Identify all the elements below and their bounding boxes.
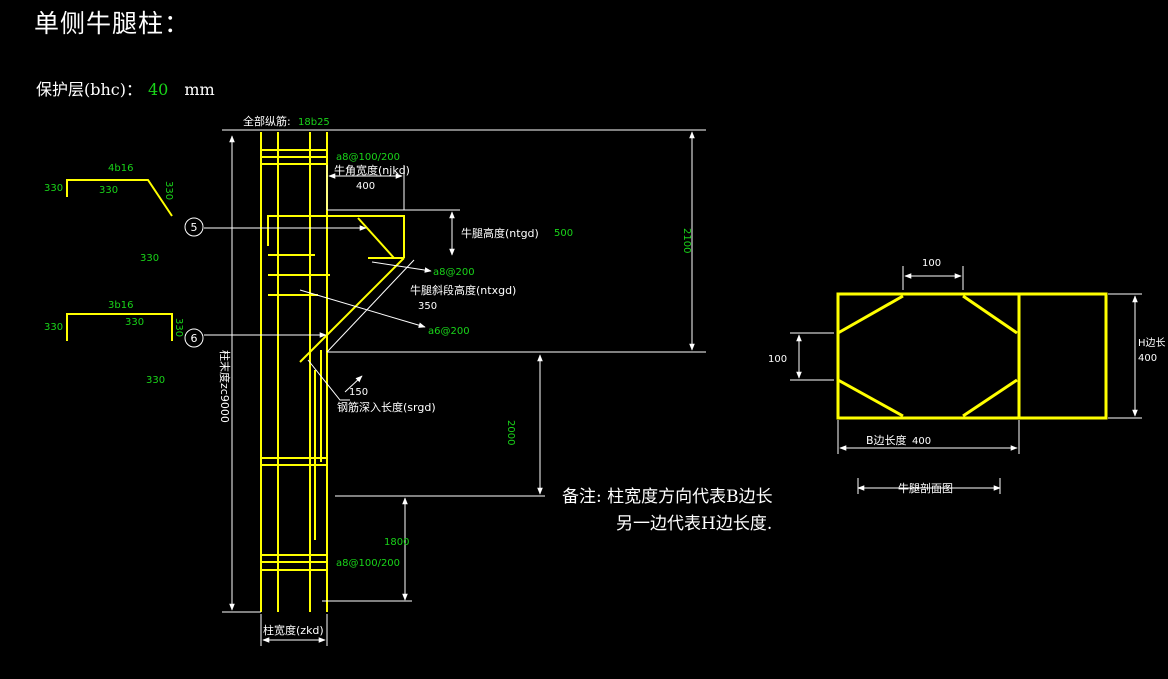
slope-height-label: 牛腿斜段高度(ntxgd): [410, 283, 516, 297]
bar5-mid: 330: [99, 185, 118, 196]
outline-lines: [222, 129, 706, 646]
section-title: 牛腿剖面图: [898, 481, 953, 495]
dimension-arrows: [204, 131, 695, 643]
note-line-2: 另一边代表H边长度.: [616, 514, 773, 534]
bar5-shape: 4b16 330 330 330 330: [44, 163, 174, 264]
sec-left-label: 100: [768, 354, 787, 365]
note-block: 备注: 柱宽度方向代表B边长 另一边代表H边长度.: [562, 484, 773, 538]
corner-width-label: 牛角宽度(njkd): [334, 163, 410, 177]
sec-top-label: 100: [922, 258, 941, 269]
note-line-1: 备注: 柱宽度方向代表B边长: [562, 487, 773, 507]
marker-6: 6: [191, 332, 198, 345]
stirrup-a6-200-label: a6@200: [428, 326, 470, 337]
corner-width-value: 400: [356, 181, 375, 192]
page-title: 单侧牛腿柱：: [34, 9, 191, 38]
bar6-shape: 3b16 330 330 330 330: [44, 300, 184, 386]
cover-row: 保护层(bhc)： 40 mm: [36, 76, 215, 100]
cover-value[interactable]: 40: [148, 80, 169, 99]
dim-2100-label: 2100: [681, 228, 692, 253]
column-rebar: [260, 132, 330, 612]
all-rebar-value: 18b25: [298, 117, 330, 128]
bar6-right: 330: [173, 318, 184, 337]
embed-length-label: 钢筋深入长度(srgd): [337, 400, 436, 414]
sec-b-label: B边长度: [866, 433, 907, 447]
embed-value-label: 150: [349, 387, 368, 398]
bracket-height-label: 牛腿高度(ntgd): [461, 226, 539, 240]
dim-1800-label: 1800: [384, 537, 409, 548]
bar5-below: 330: [140, 253, 159, 264]
sec-h-label: H边长: [1138, 337, 1166, 349]
dim-2000-label: 2000: [505, 420, 516, 445]
stirrup-top-label: a8@100/200: [336, 152, 400, 163]
sec-b-value: 400: [912, 436, 931, 447]
cover-label: 保护层(bhc)：: [36, 80, 142, 99]
slope-height-value: 350: [418, 301, 437, 312]
all-rebar-label: 全部纵筋:: [243, 114, 291, 128]
sec-h-value: 400: [1138, 353, 1157, 364]
stirrup-bottom-label: a8@100/200: [336, 558, 400, 569]
stirrup-a8-200-label: a8@200: [433, 267, 475, 278]
cover-unit: mm: [184, 80, 215, 99]
bar6-left: 330: [44, 322, 63, 333]
column-width-label: 柱宽度(zkd): [263, 623, 324, 637]
bar6-mid: 330: [125, 317, 144, 328]
marker-6-circle: [184, 328, 204, 348]
bar5-right: 330: [163, 181, 174, 200]
marker-5: 5: [191, 221, 198, 234]
bracket-height-value: 500: [554, 228, 573, 239]
bar6-count: 3b16: [108, 300, 133, 311]
bar5-count: 4b16: [108, 163, 133, 174]
bar6-below: 330: [146, 375, 165, 386]
bracket-rebar: [267, 215, 405, 363]
section-view: 100 100 H边长 400 B边长度 400 牛腿剖面图: [768, 258, 1166, 495]
column-height-label: 柱末度zc9000: [218, 350, 232, 423]
marker-5-circle: [184, 217, 204, 237]
bar5-left: 330: [44, 183, 63, 194]
